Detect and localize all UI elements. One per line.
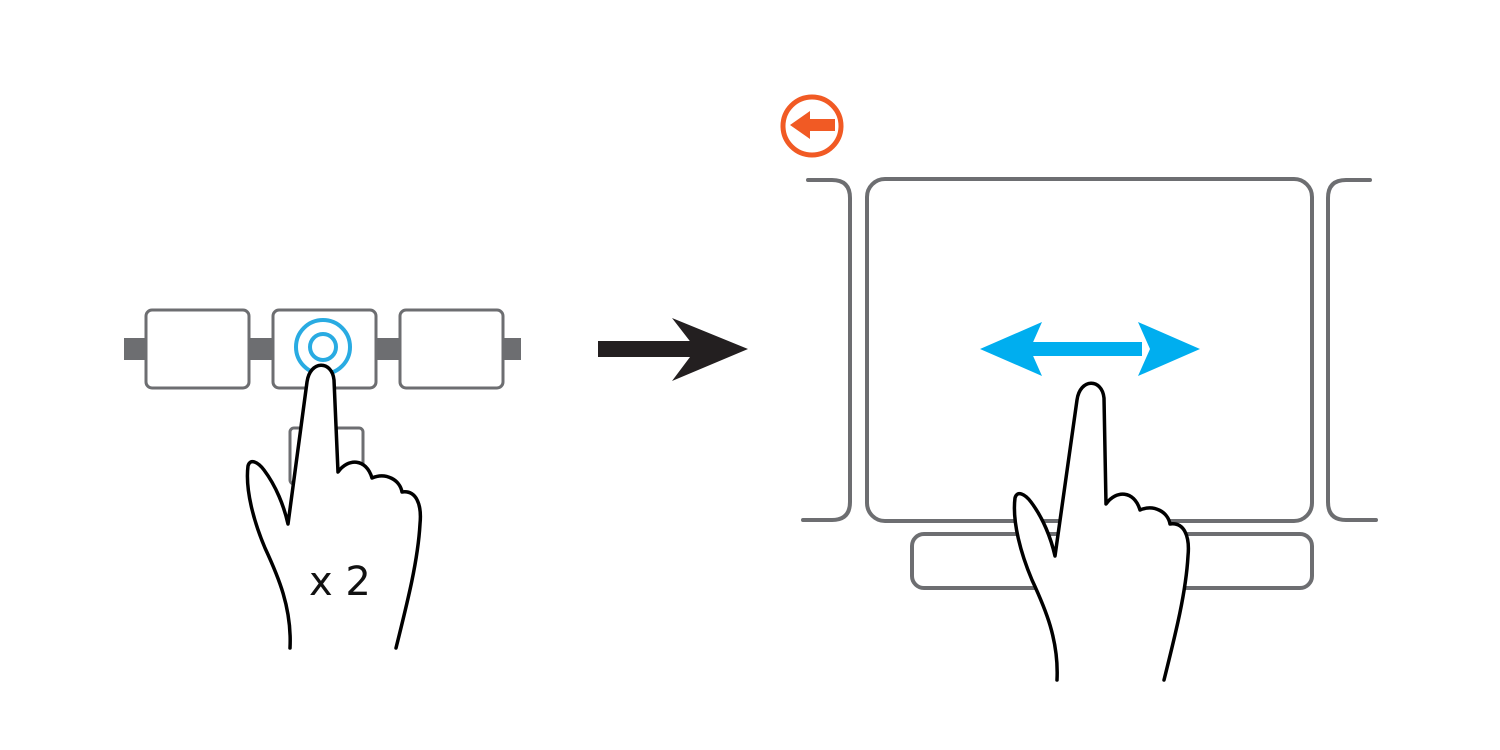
right-arrow-icon — [598, 318, 748, 381]
double-arrow-horizontal-icon — [980, 322, 1200, 376]
transition-arrow-head — [672, 318, 748, 381]
transition-arrow-shaft — [598, 341, 696, 357]
neighbor-tile-right-edge — [1326, 178, 1378, 522]
tap-ring-inner — [308, 332, 338, 362]
back-arrow-head — [790, 111, 810, 139]
swipe-arrow-head-right — [1138, 322, 1200, 376]
tap-count-label: x 2 — [309, 559, 371, 605]
strip-connector-left — [124, 338, 148, 360]
step1-double-tap: x 2 — [124, 308, 521, 650]
neighbor-tile-left-edge — [801, 178, 852, 522]
back-arrow-shaft — [807, 119, 835, 131]
swipe-arrow-shaft — [1020, 342, 1142, 356]
pointing-hand-icon — [245, 363, 423, 650]
back-arrow-circle-icon[interactable] — [780, 94, 844, 158]
strip-connector-mid-1 — [248, 338, 274, 360]
tile-right[interactable] — [398, 308, 505, 390]
tile-left[interactable] — [144, 308, 251, 390]
pointing-hand-icon — [1012, 381, 1191, 682]
strip-connector-right — [503, 338, 521, 360]
strip-connector-mid-2 — [375, 338, 401, 360]
swipe-arrow-head-left — [980, 322, 1042, 376]
step2-swipe — [780, 94, 1378, 682]
